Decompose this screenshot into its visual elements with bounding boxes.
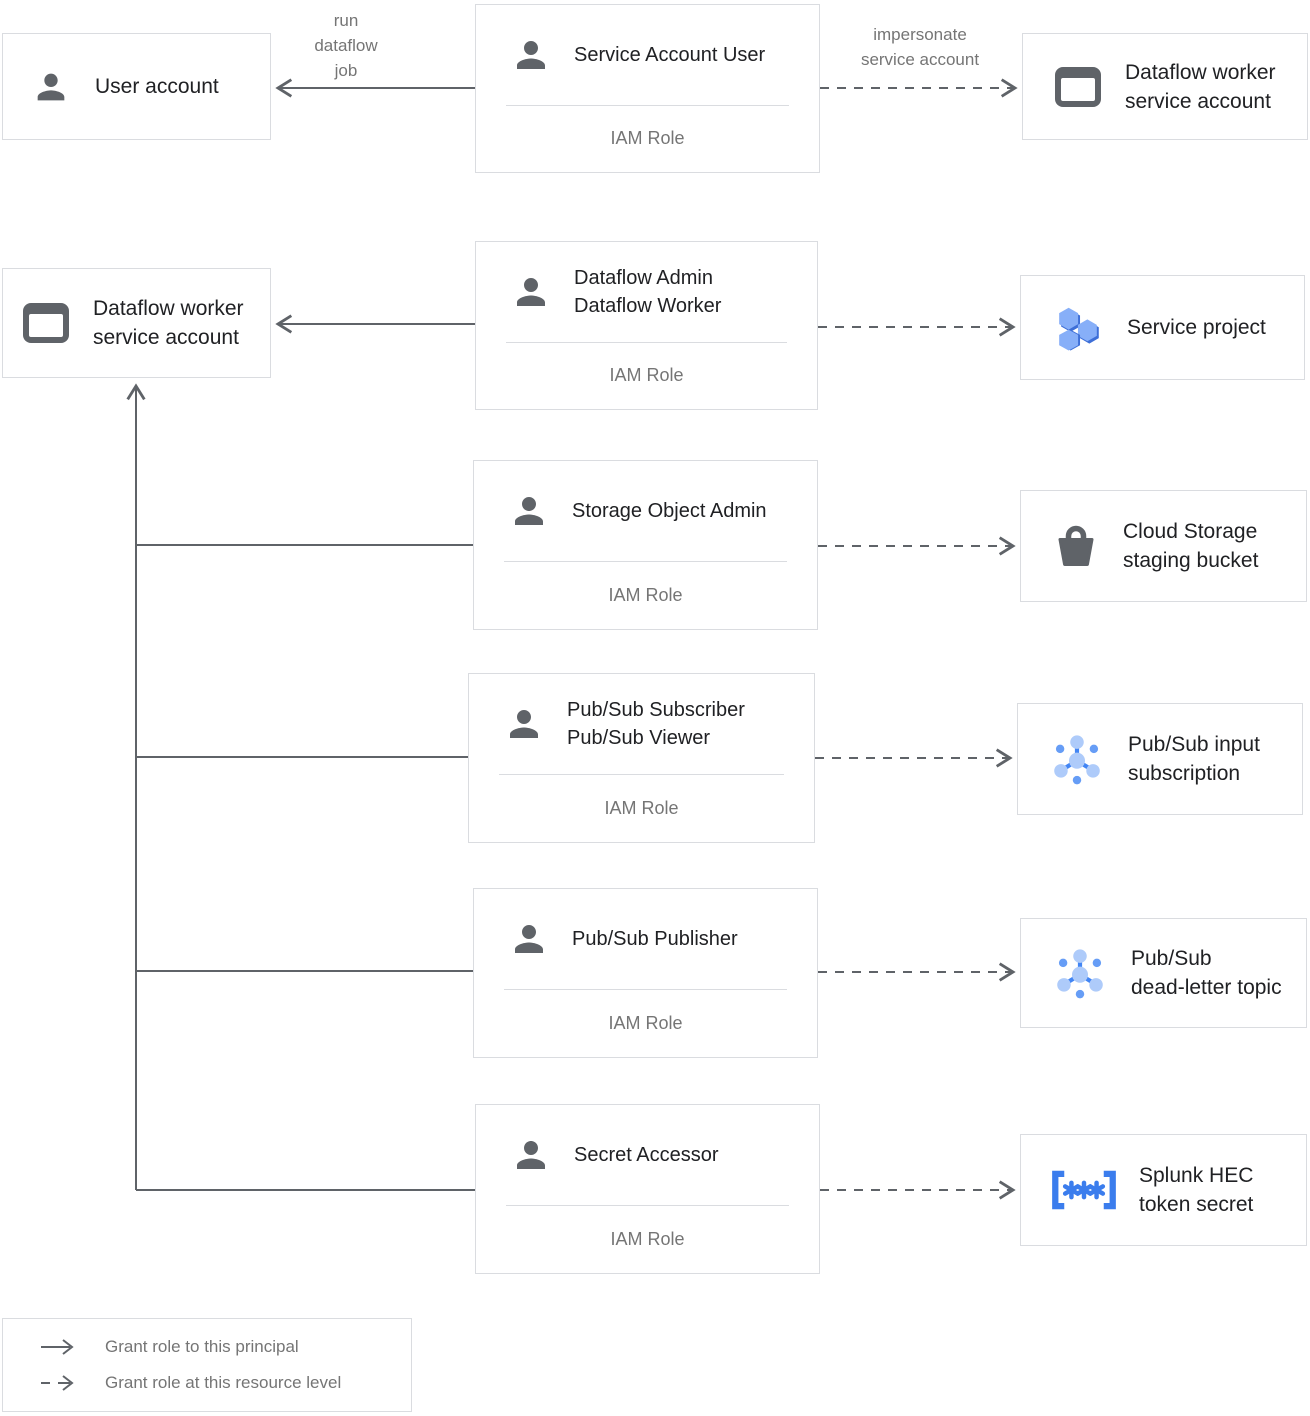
iam-role-label: IAM Role — [610, 1229, 685, 1250]
role-title: Pub/Sub Subscriber Pub/Sub Viewer — [567, 696, 745, 752]
edge-label-line: service account — [860, 50, 980, 69]
divider — [506, 341, 787, 343]
role-title: Service Account User — [574, 41, 765, 69]
divider — [499, 774, 784, 776]
node-label: Dataflow worker service account — [1125, 58, 1276, 116]
node-label-line: Dataflow worker — [1125, 60, 1276, 84]
storage-bucket-icon — [1058, 525, 1094, 566]
node-label-line: Pub/Sub input — [1128, 733, 1260, 756]
node-service-project: Service project — [1020, 275, 1305, 380]
node-label-line: Service project — [1127, 316, 1266, 339]
role-box-pubsub-publisher: Pub/Sub Publisher IAM Role — [473, 888, 818, 1058]
node-label: Pub/Sub dead-letter topic — [1131, 944, 1282, 1002]
role-title: Storage Object Admin — [572, 497, 767, 525]
node-label-line: service account — [93, 326, 239, 349]
node-pubsub-input-subscription: Pub/Sub input subscription — [1017, 703, 1303, 815]
role-title: Dataflow Admin Dataflow Worker — [574, 264, 721, 320]
legend-item-solid: Grant role to this principal — [39, 1337, 411, 1357]
node-label-line: Splunk HEC — [1139, 1164, 1254, 1187]
edge-label-line: dataflow — [314, 36, 378, 55]
node-user-account: User account — [2, 33, 271, 140]
node-splunk-hec-token-secret: Splunk HEC token secret — [1020, 1134, 1307, 1246]
edge-label-line: impersonate — [873, 25, 967, 44]
role-title-line: Dataflow Admin — [574, 266, 713, 289]
person-icon — [510, 710, 538, 739]
edge-label-line: job — [334, 61, 358, 80]
node-label-line: staging bucket — [1123, 549, 1259, 572]
node-label-line: Dataflow worker — [93, 297, 244, 320]
role-title-line: Secret Accessor — [574, 1144, 719, 1167]
node-label-line: dead-letter topic — [1131, 976, 1282, 999]
person-icon — [515, 925, 543, 954]
pubsub-icon — [1054, 735, 1100, 785]
legend-item-dashed: Grant role at this resource level — [39, 1373, 411, 1393]
divider — [504, 561, 787, 563]
iam-role-label: IAM Role — [608, 1013, 683, 1034]
node-pubsub-dead-letter-topic: Pub/Sub dead-letter topic — [1020, 918, 1307, 1028]
node-cloud-storage-staging-bucket: Cloud Storage staging bucket — [1020, 490, 1307, 602]
node-label-line: subscription — [1128, 762, 1241, 785]
service-account-icon — [23, 303, 69, 343]
person-icon — [517, 40, 545, 69]
legend-label: Grant role to this principal — [105, 1337, 299, 1356]
node-dataflow-worker-service-account: Dataflow worker service account — [1022, 33, 1308, 140]
service-account-icon — [1055, 66, 1101, 107]
node-label-line: Pub/Sub — [1131, 947, 1212, 970]
role-box-dataflow-admin-worker: Dataflow Admin Dataflow Worker IAM Role — [475, 241, 818, 410]
legend-label: Grant role at this resource level — [105, 1373, 342, 1392]
node-label-line: Cloud Storage — [1123, 520, 1258, 543]
node-label: Service project — [1127, 313, 1266, 342]
divider — [506, 1205, 789, 1207]
person-icon — [517, 1141, 545, 1170]
node-label-line: service account — [1125, 89, 1271, 113]
node-label: Dataflow worker service account — [93, 294, 244, 352]
edge-label-impersonate-service-account: impersonate service account — [828, 22, 1012, 72]
person-icon — [517, 277, 545, 306]
role-title: Secret Accessor — [574, 1141, 719, 1169]
edge-label-run-dataflow-job: run dataflow job — [280, 8, 412, 83]
node-label: Pub/Sub input subscription — [1128, 730, 1260, 788]
role-title-line: Pub/Sub Subscriber — [567, 699, 745, 722]
project-hexagons-icon — [1059, 307, 1099, 350]
node-label-line: User account — [95, 75, 219, 98]
divider — [506, 104, 789, 106]
role-box-pubsub-subscriber-viewer: Pub/Sub Subscriber Pub/Sub Viewer IAM Ro… — [468, 673, 815, 843]
role-title: Pub/Sub Publisher — [572, 925, 738, 953]
legend: Grant role to this principal Grant role … — [2, 1318, 412, 1412]
dashed-arrow-icon — [41, 1375, 74, 1391]
iam-role-label: IAM Role — [608, 585, 683, 606]
edge-label-line: run — [333, 11, 359, 30]
person-icon — [37, 73, 65, 100]
person-icon — [515, 497, 543, 526]
iam-role-label: IAM Role — [610, 128, 685, 149]
pubsub-icon — [1057, 949, 1103, 999]
solid-arrow-icon — [41, 1339, 74, 1355]
role-title-line: Pub/Sub Publisher — [572, 928, 738, 951]
node-label-line: token secret — [1139, 1193, 1254, 1216]
node-label: Cloud Storage staging bucket — [1123, 517, 1258, 575]
node-label: Splunk HEC token secret — [1139, 1161, 1253, 1219]
node-label: User account — [95, 72, 219, 101]
role-title-line: Service Account User — [574, 43, 766, 66]
role-title-line: Storage Object Admin — [572, 500, 767, 523]
role-title-line: Dataflow Worker — [574, 294, 722, 317]
role-box-secret-accessor: Secret Accessor IAM Role — [475, 1104, 820, 1274]
divider — [504, 989, 787, 991]
secret-token-icon — [1052, 1170, 1116, 1210]
role-title-line: Pub/Sub Viewer — [567, 727, 711, 750]
role-box-service-account-user: Service Account User IAM Role — [475, 4, 820, 173]
iam-role-label: IAM Role — [604, 798, 679, 819]
node-dataflow-worker-service-account: Dataflow worker service account — [2, 268, 271, 378]
role-box-storage-object-admin: Storage Object Admin IAM Role — [473, 460, 818, 630]
iam-role-label: IAM Role — [609, 365, 684, 386]
